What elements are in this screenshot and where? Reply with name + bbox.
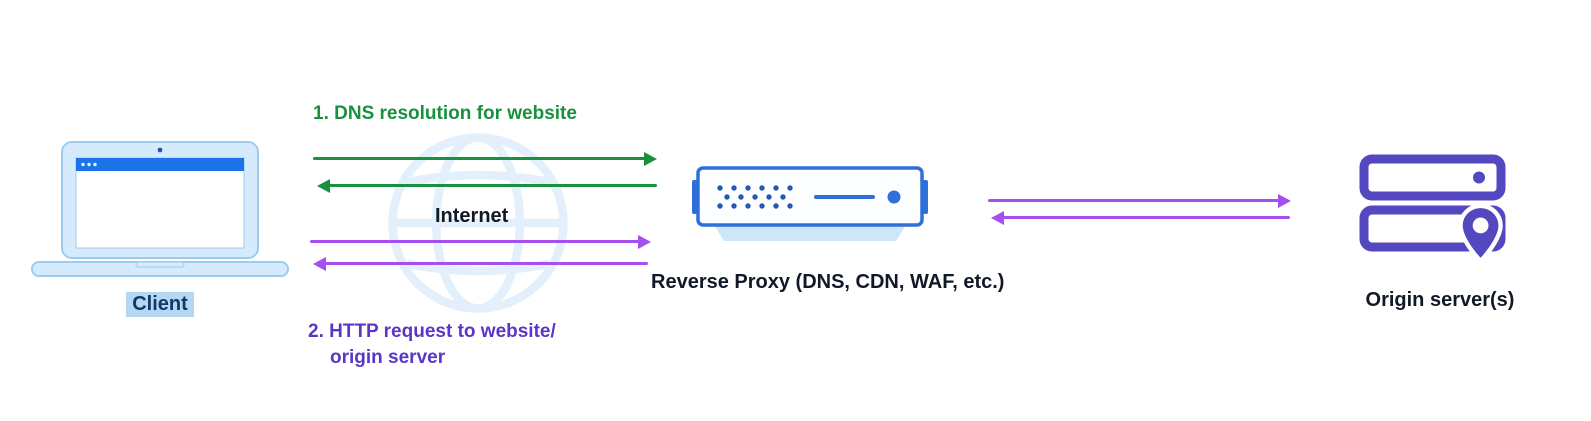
globe-icon [383,128,573,318]
http-flow-label-line1: 2. HTTP request to website/ [308,321,556,342]
status-led [887,190,901,204]
server-led [1473,171,1485,184]
vent-dots [717,185,793,209]
origin-to-proxy-arrow [1003,216,1290,219]
dns-response-arrow [329,184,657,187]
dns-request-arrow [313,157,645,160]
origin-server-label: Origin server(s) [1365,289,1515,311]
proxy-appliance-icon [690,163,930,248]
http-request-arrow [310,240,639,243]
laptop-icon [30,140,290,280]
http-response-arrow [325,262,648,265]
server-stack-location-icon [1358,153,1518,278]
proxy-to-origin-arrow [988,199,1279,202]
client-label: Client [126,292,194,317]
internet-label: Internet [435,205,509,227]
client-node: Client [30,292,290,317]
reverse-proxy-label: Reverse Proxy (DNS, CDN, WAF, etc.) [651,271,1005,293]
http-flow-label-line2: origin server [330,347,446,368]
proxy-stand [714,225,906,241]
webcam-dot [157,147,163,153]
location-pin-icon [1458,203,1503,265]
browser-toolbar [76,158,244,171]
dns-flow-label: 1. DNS resolution for website [313,103,577,124]
